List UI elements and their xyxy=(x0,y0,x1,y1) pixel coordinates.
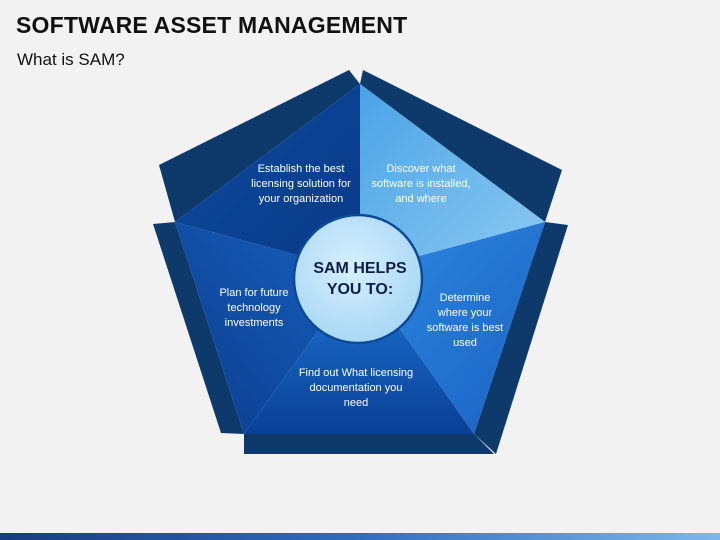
center-label: SAM HELPS YOU TO: xyxy=(301,258,419,300)
frame-edge-left xyxy=(153,222,244,434)
frame-edge-top-left xyxy=(159,70,360,222)
segment-text-line: your organization xyxy=(258,193,344,205)
segment-text-licensing-documentation: Find out What licensing documentation yo… xyxy=(292,366,420,411)
center-label-line-2: YOU TO: xyxy=(326,281,394,298)
center-label-line-1: SAM HELPS xyxy=(313,260,407,277)
frame-edge-right xyxy=(474,222,568,454)
segment-text-line: software is installed, xyxy=(371,178,471,190)
segment-text-line: where your xyxy=(437,307,493,319)
frame-edge-top-right xyxy=(360,70,562,222)
segment-text-discover-software: Discover what software is installed, and… xyxy=(362,162,480,207)
pentagon-frame xyxy=(153,70,568,454)
segment-text-line: Determine xyxy=(439,292,491,304)
frame-edge-bottom xyxy=(244,434,494,454)
segment-top-right xyxy=(360,84,545,272)
segment-text-line: Find out What licensing xyxy=(298,367,414,379)
segment-text-line: technology xyxy=(227,302,281,314)
segment-text-line: used xyxy=(453,337,477,349)
segment-text-line: Plan for future xyxy=(219,287,289,299)
slide-subtitle: What is SAM? xyxy=(17,50,125,69)
center-circle xyxy=(292,213,424,345)
segment-text-line: documentation you xyxy=(309,382,403,394)
segment-text-determine-usage: Determine where your software is best us… xyxy=(418,291,512,351)
segment-text-line: Discover what xyxy=(386,163,456,175)
segment-text-line: and where xyxy=(395,193,447,205)
segment-text-line: Establish the best xyxy=(257,163,345,175)
segment-text-line: need xyxy=(343,397,369,409)
segment-text-line: investments xyxy=(224,317,284,329)
segment-bottom xyxy=(244,272,474,434)
segment-text-line: licensing solution for xyxy=(251,178,351,190)
slide-title: SOFTWARE ASSET MANAGEMENT xyxy=(16,12,408,38)
segment-text-line: software is best xyxy=(426,322,504,334)
segment-text-plan-technology: Plan for future technology investments xyxy=(208,286,300,331)
footer-accent-bar xyxy=(0,533,720,540)
segment-text-establish-licensing: Establish the best licensing solution fo… xyxy=(239,162,363,207)
segment-top xyxy=(175,84,360,272)
